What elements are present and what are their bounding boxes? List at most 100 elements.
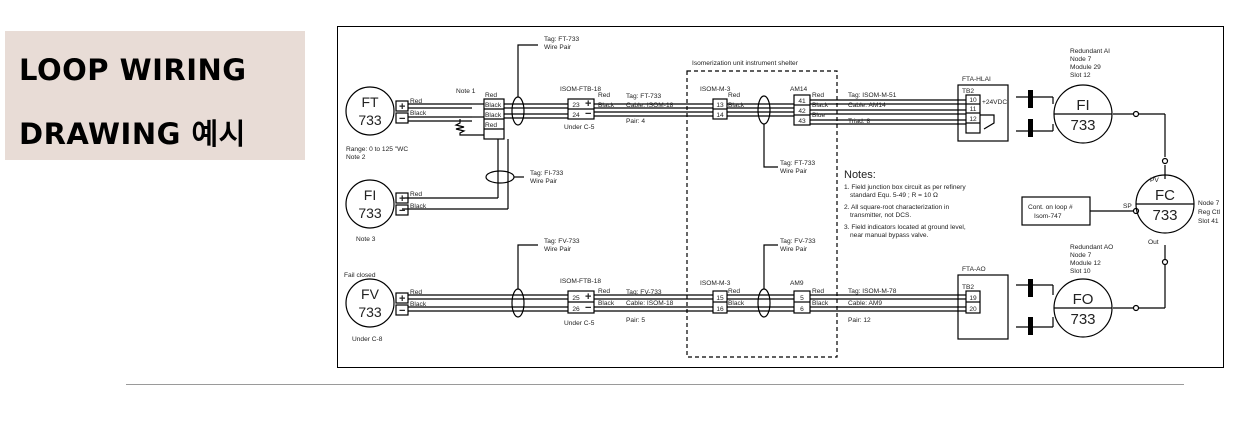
ao-label: FTA-AO (962, 266, 986, 273)
m3-black-1: Black (728, 102, 745, 109)
notes-heading: Notes: (844, 169, 876, 181)
terminal-12: 12 (969, 116, 977, 123)
note2-label: Note 2 (346, 154, 366, 161)
ai-module-label: Module 29 (1070, 64, 1101, 71)
fv-label-b: 733 (358, 304, 382, 320)
ft-wire-tag: Tag: FT-733 (544, 36, 580, 43)
m3-label-b: ISOM-M-3 (700, 280, 731, 287)
m3-red-2: Red (728, 288, 740, 295)
fv-label-a: FV (361, 286, 380, 302)
am9-red: Red (812, 288, 824, 295)
ft-label-a: FT (361, 94, 379, 110)
svg-text:−: − (585, 302, 591, 314)
wire-black-ft: Black (410, 110, 427, 117)
cable1-label: Cable: ISOM-18 (626, 102, 674, 109)
svg-text:−: − (585, 108, 591, 120)
svg-text:+: + (399, 101, 405, 113)
svg-text:−: − (399, 305, 405, 317)
jb-red-2: Red (485, 122, 497, 129)
terminal-24: 24 (572, 112, 580, 119)
m3-red-1: Red (728, 92, 740, 99)
terminal-10: 10 (969, 97, 977, 104)
m3-black-2: Black (728, 300, 745, 307)
fv-shelter-tag: Tag: FV-733 (780, 238, 816, 245)
terminal-23: 23 (572, 102, 580, 109)
ftb-label-1: ISOM-FTB-18 (560, 86, 601, 93)
note-1b: standard Equ. 5-49 ; R = 10 Ω (850, 192, 938, 199)
cable-am14-label: Cable: AM14 (848, 102, 886, 109)
am14-red: Red (812, 92, 824, 99)
terminal-42: 42 (798, 108, 806, 115)
tag-m51-label: Tag: ISOM-M-51 (848, 92, 897, 99)
under-c8-label: Under C-8 (352, 336, 383, 343)
svg-text:+: + (399, 193, 405, 205)
triad8-label: Triad: 8 (848, 118, 870, 125)
note-1a: 1. Field junction box circuit as per ref… (844, 184, 966, 191)
note3-label: Note 3 (356, 236, 376, 243)
tag-fv-label: Tag: FV-733 (626, 289, 662, 296)
jb-black-2: Black (485, 112, 502, 119)
wire-red-ft: Red (410, 98, 422, 105)
pair5-label: Pair: 5 (626, 317, 645, 324)
am14-blue: Blue (812, 112, 826, 119)
note-3b: near manual bypass valve. (850, 232, 929, 239)
svg-text:+: + (399, 293, 405, 305)
ai-slot-label: Slot 12 (1070, 72, 1091, 79)
red-ao-label: Redundant AO (1070, 244, 1113, 251)
diagram-svg: +− +− +− +− +− FT 733 FI 733 FV 733 FI 7… (344, 36, 1221, 358)
fv-wire-pair: Wire Pair (544, 246, 572, 253)
terminal-20: 20 (969, 306, 977, 313)
wire-black-fv: Black (410, 301, 427, 308)
note-2a: 2. All square-root characterization in (844, 204, 950, 211)
fail-closed-label: Fail closed (344, 272, 376, 279)
am9-black: Black (812, 300, 829, 307)
pv-label: PV (1150, 177, 1159, 184)
fo-label-b: 733 (1070, 311, 1095, 328)
out-label: Out (1148, 239, 1159, 246)
shelter-label: Isomerization unit instrument shelter (692, 60, 799, 67)
svg-text:−: − (399, 113, 405, 125)
wire-black-fi: Black (410, 203, 427, 210)
loop-wiring-diagram: +− +− +− +− +− FT 733 FI 733 FV 733 FI 7… (337, 26, 1224, 368)
svg-text:+: + (585, 291, 591, 303)
fc-slot-label: Slot 41 (1198, 218, 1219, 225)
under-c5-b: Under C-5 (564, 320, 595, 327)
m3-label-a: ISOM-M-3 (700, 86, 731, 93)
under-c5-a: Under C-5 (564, 124, 595, 131)
hlai-label: FTA-HLAI (962, 76, 991, 83)
cable-am9-label: Cable: AM9 (848, 300, 882, 307)
pair4-label: Pair: 4 (626, 118, 645, 125)
terminal-14: 14 (716, 112, 724, 119)
fv-shelter-pair: Wire Pair (780, 246, 808, 253)
terminal-13: 13 (716, 102, 724, 109)
terminal-26: 26 (572, 306, 580, 313)
tb2-label-b: TB2 (962, 284, 974, 291)
wire-red-fv: Red (410, 289, 422, 296)
ftb-red-1: Red (598, 92, 610, 99)
wire-red-fi: Red (410, 191, 422, 198)
ft-shelter-pair: Wire Pair (780, 168, 808, 175)
fo-label-a: FO (1073, 291, 1094, 308)
divider-line (126, 384, 1184, 385)
ft-instrument (345, 86, 395, 136)
am14-black: Black (812, 102, 829, 109)
shelter-box (686, 70, 838, 358)
fc-label-b: 733 (1152, 207, 1177, 224)
terminal-15: 15 (716, 295, 724, 302)
cable2-label: Cable: ISOM-18 (626, 300, 674, 307)
terminal-5: 5 (800, 295, 804, 302)
note-2b: transmitter, not DCS. (850, 212, 911, 219)
range-label: Range: 0 to 125 "WC (346, 146, 408, 153)
title-box: LOOP WIRING DRAWING 예시 (5, 31, 305, 160)
note-3a: 3. Field indicators located at ground le… (844, 224, 966, 231)
fc-reg-label: Reg Ctl (1198, 209, 1221, 216)
fi-wire-tag: Tag: FI-733 (530, 170, 564, 177)
fc-node-label: Node 7 (1198, 200, 1220, 207)
fv-valve (345, 278, 395, 328)
ftb-label-2: ISOM-FTB-18 (560, 278, 601, 285)
title-line-2: DRAWING 예시 (19, 117, 246, 151)
ftb-black-1: Black (598, 102, 615, 109)
ftb-black-2: Black (598, 300, 615, 307)
svg-text:+: + (585, 98, 591, 110)
jb-red-1: Red (485, 92, 497, 99)
